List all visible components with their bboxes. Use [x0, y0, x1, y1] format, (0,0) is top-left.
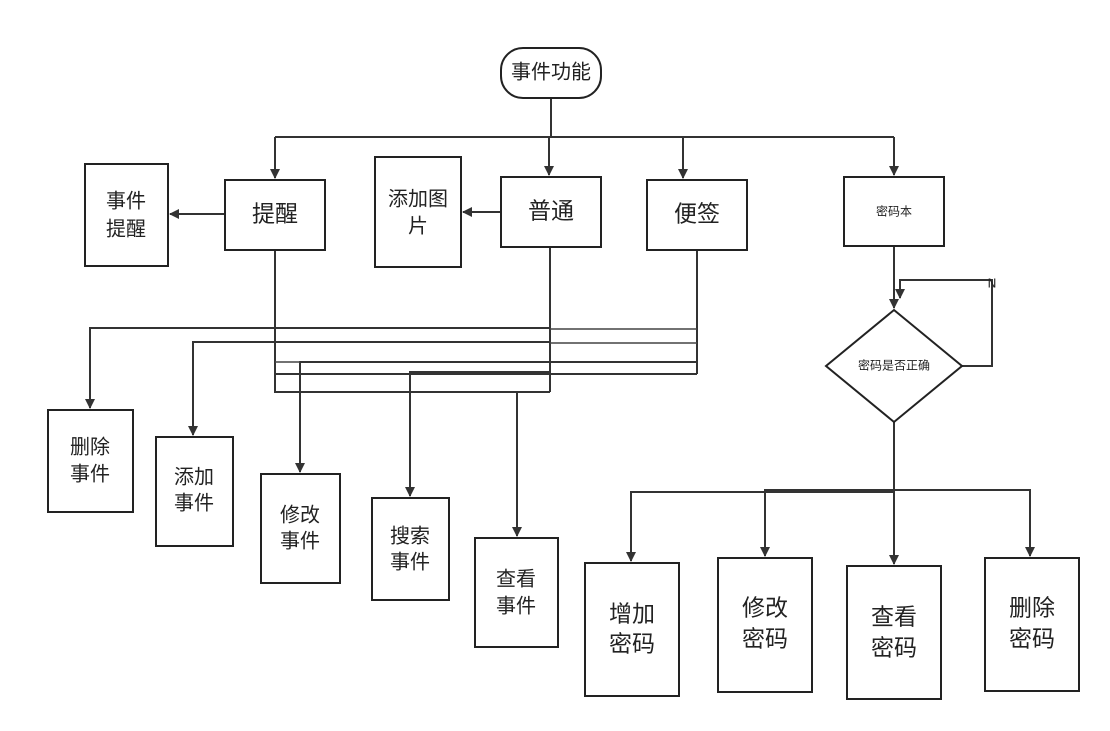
add-password-label-1: 增加	[609, 602, 655, 628]
view-password-label-2: 密码	[871, 636, 917, 662]
search-event-node: 搜索 事件	[371, 497, 450, 601]
search-event-label-2: 事件	[390, 550, 430, 574]
arrow-to-modify-event	[295, 361, 697, 473]
no-loop-arrow	[895, 279, 993, 367]
delete-password-label-1: 删除	[1009, 596, 1055, 622]
modify-event-label-1: 修改	[280, 503, 320, 527]
modify-password-node: 修改 密码	[717, 557, 813, 693]
view-password-label-1: 查看	[871, 605, 917, 631]
add-event-label-1: 添加	[174, 465, 214, 489]
note-label: 便签	[674, 202, 720, 228]
arrow-to-add-event	[188, 341, 550, 436]
no-branch-label: N	[988, 277, 997, 291]
add-event-node: 添加 事件	[155, 436, 234, 547]
decision-label: 密码是否正确	[858, 358, 930, 373]
password-check-decision: 密码是否正确	[824, 308, 964, 424]
remind-label: 提醒	[252, 202, 298, 228]
delete-password-label-2: 密码	[1009, 627, 1055, 653]
event-remind-node: 事件 提醒	[84, 163, 169, 267]
modify-password-label-2: 密码	[742, 627, 788, 653]
modify-password-label-1: 修改	[742, 596, 788, 622]
arrow-to-add-password	[626, 491, 894, 562]
event-remind-label-1: 事件	[106, 189, 146, 213]
delete-event-label-1: 删除	[70, 435, 110, 459]
arrow-to-delete-password	[894, 489, 1035, 557]
view-event-node: 查看 事件	[474, 537, 559, 648]
delete-event-label-2: 事件	[70, 462, 110, 486]
add-image-node: 添加图 片	[374, 156, 462, 268]
add-event-label-2: 事件	[174, 491, 214, 515]
view-event-label-1: 查看	[496, 567, 536, 591]
search-event-label-1: 搜索	[390, 524, 430, 548]
arrow-to-search-event	[405, 371, 550, 497]
remind-down-line	[274, 250, 550, 393]
add-image-label-2: 片	[408, 214, 428, 238]
view-password-node: 查看 密码	[846, 565, 942, 700]
view-event-label-2: 事件	[496, 594, 536, 618]
arrow-to-delete-event	[85, 327, 550, 409]
normal-node: 普通	[500, 176, 602, 248]
password-book-node: 密码本	[843, 176, 945, 247]
note-node: 便签	[646, 179, 748, 251]
add-password-label-2: 密码	[609, 632, 655, 658]
delete-event-node: 删除 事件	[47, 409, 134, 513]
normal-label: 普通	[528, 199, 574, 225]
arrow-to-modify-password	[760, 489, 894, 557]
arrow-to-view-event	[512, 391, 550, 537]
password-book-label: 密码本	[876, 204, 912, 219]
modify-event-node: 修改 事件	[260, 473, 341, 584]
delete-password-node: 删除 密码	[984, 557, 1080, 692]
event-remind-label-2: 提醒	[106, 217, 146, 241]
modify-event-label-2: 事件	[280, 529, 320, 553]
root-label: 事件功能	[511, 60, 591, 84]
add-password-node: 增加 密码	[584, 562, 680, 697]
remind-node: 提醒	[224, 179, 326, 251]
add-image-label-1: 添加图	[388, 187, 448, 211]
root-node: 事件功能	[500, 47, 602, 99]
connectors	[85, 98, 1035, 565]
